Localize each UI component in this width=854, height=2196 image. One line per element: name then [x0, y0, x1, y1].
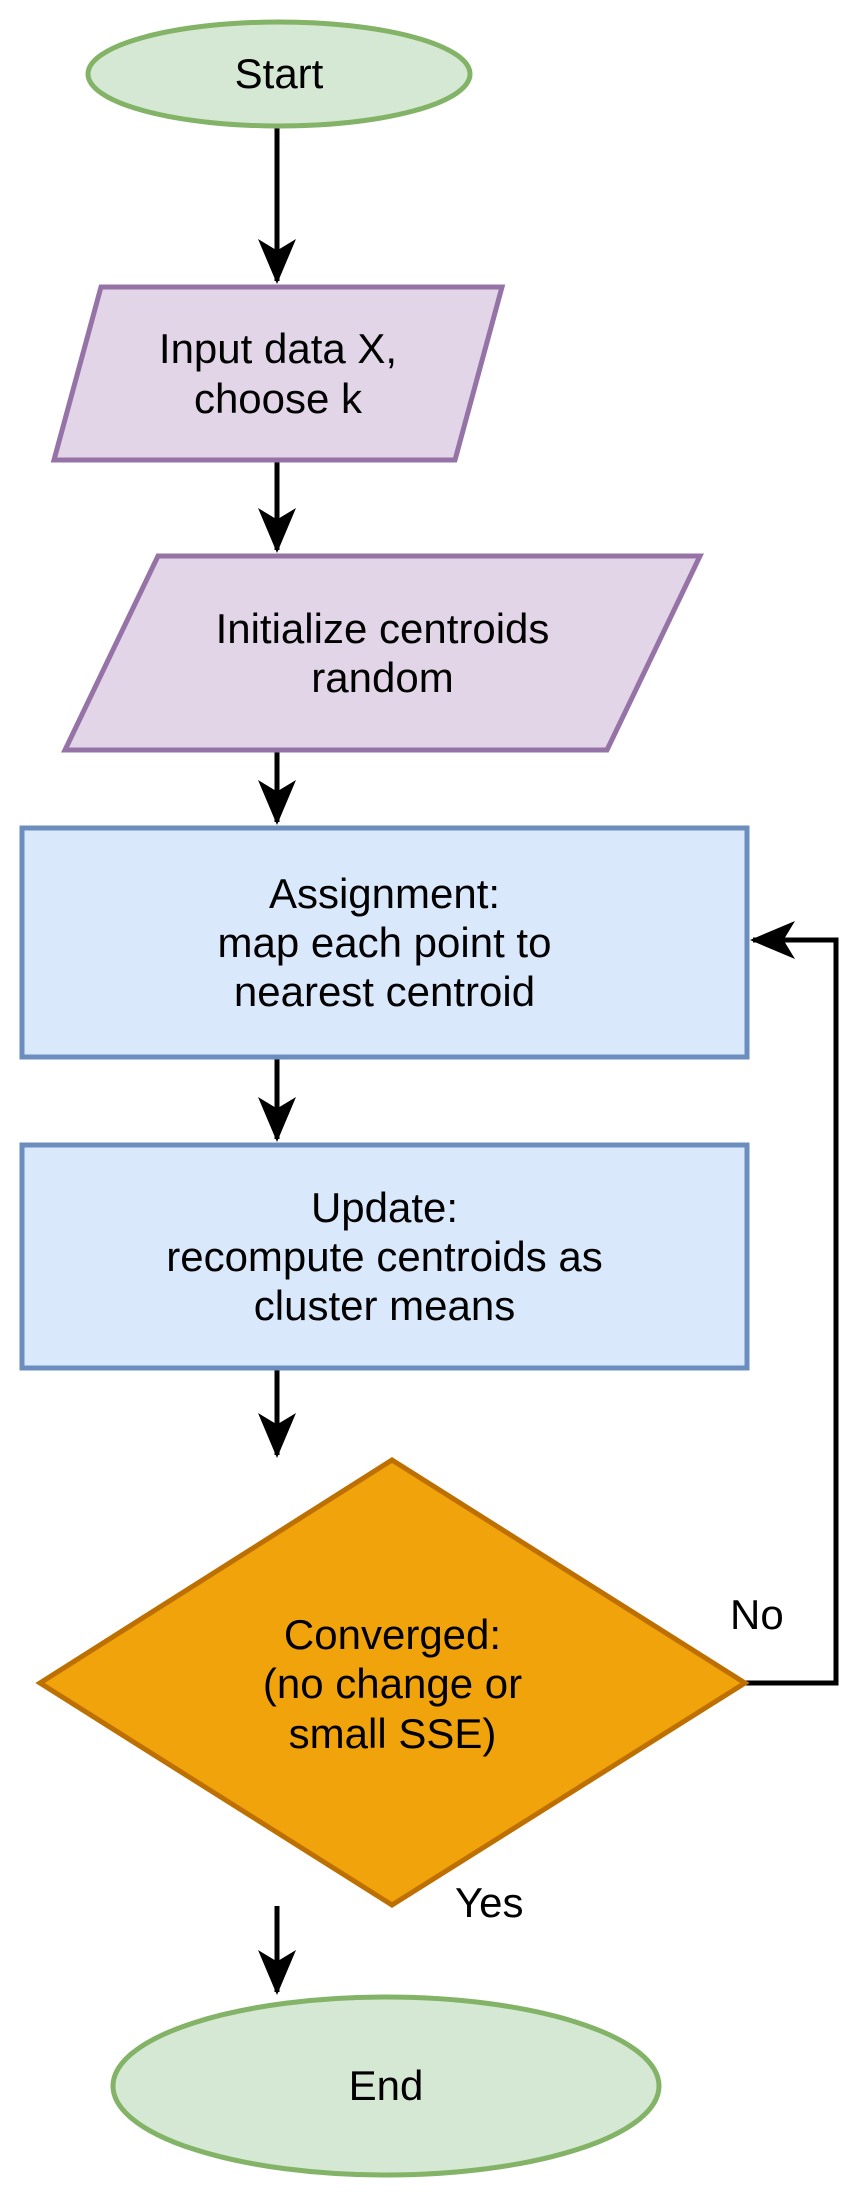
edge-label-yes: Yes	[455, 1879, 524, 1926]
node-update-shape[interactable]	[19, 1142, 750, 1371]
node-input-shape[interactable]	[50, 284, 506, 463]
edge-converged-no-loop	[745, 921, 839, 1686]
connector-group	[258, 126, 839, 1996]
node-assignment-shape[interactable]	[19, 825, 750, 1060]
node-converged-shape[interactable]	[35, 1457, 750, 1908]
node-init-shape[interactable]	[61, 553, 704, 753]
node-end-shape[interactable]	[110, 1994, 662, 2178]
edge-label-no: No	[730, 1591, 784, 1638]
node-start-shape[interactable]	[85, 19, 473, 129]
